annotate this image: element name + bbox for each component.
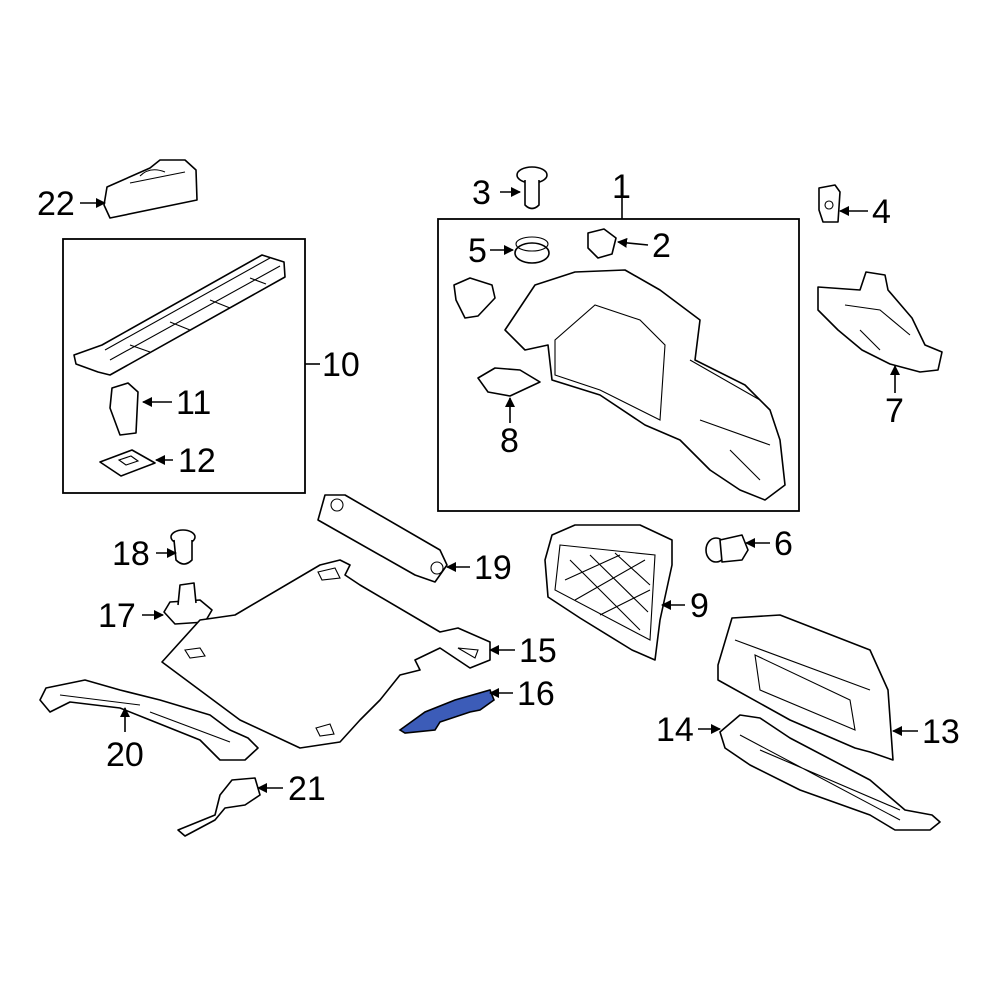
callout-13: 13	[922, 713, 960, 751]
part-1-quarter-trim-panel[interactable]	[504, 269, 786, 501]
callout-22: 22	[37, 185, 75, 223]
part-10-scuff-plate[interactable]	[73, 254, 286, 376]
callout-3: 3	[472, 174, 491, 212]
callout-18: 18	[112, 535, 150, 573]
part-16-highlighted-panel[interactable]	[398, 689, 495, 734]
group-box-10	[62, 238, 306, 494]
group-box-1	[437, 218, 800, 512]
callout-19: 19	[474, 549, 512, 587]
callout-12: 12	[178, 442, 216, 480]
callout-6: 6	[774, 525, 793, 563]
part-12-pad[interactable]	[99, 449, 156, 477]
part-4-clip-nut[interactable]	[818, 184, 841, 223]
part-8-cover[interactable]	[477, 367, 541, 397]
callout-17: 17	[98, 597, 136, 635]
callout-4: 4	[872, 193, 891, 231]
part-11-clip[interactable]	[109, 382, 139, 436]
part-20-sill-trim[interactable]	[39, 679, 259, 761]
callout-21: 21	[288, 770, 326, 808]
part-21-strap[interactable]	[177, 777, 261, 837]
callout-10: 10	[322, 346, 360, 384]
callout-14: 14	[656, 711, 694, 749]
part-6-push-retainer[interactable]	[705, 534, 749, 563]
callout-11: 11	[176, 384, 211, 422]
part-18-bolt[interactable]	[170, 529, 196, 565]
leader-2	[617, 237, 649, 248]
part-19-trim-strip[interactable]	[317, 494, 448, 583]
part-14-sill-plate[interactable]	[719, 714, 941, 831]
part-5-grommet[interactable]	[514, 236, 550, 264]
callout-9: 9	[690, 587, 709, 625]
part-22-lamp[interactable]	[103, 159, 198, 219]
part-3-push-pin[interactable]	[516, 166, 548, 210]
part-15-load-floor[interactable]	[161, 559, 491, 749]
callout-5: 5	[468, 232, 487, 270]
part-9-cargo-net[interactable]	[544, 524, 673, 661]
callout-15: 15	[519, 632, 557, 670]
part-1-bracket[interactable]	[453, 277, 496, 319]
callout-1: 1	[612, 168, 631, 206]
callout-8: 8	[500, 422, 519, 460]
callout-20: 20	[106, 736, 144, 774]
part-13-rear-trim-panel[interactable]	[717, 614, 894, 761]
callout-7: 7	[885, 392, 904, 430]
part-2-retainer[interactable]	[587, 228, 617, 259]
part-7-bracket[interactable]	[817, 271, 943, 373]
part-17-hook[interactable]	[163, 582, 213, 625]
callout-16: 16	[517, 675, 555, 713]
callout-2: 2	[652, 227, 671, 265]
